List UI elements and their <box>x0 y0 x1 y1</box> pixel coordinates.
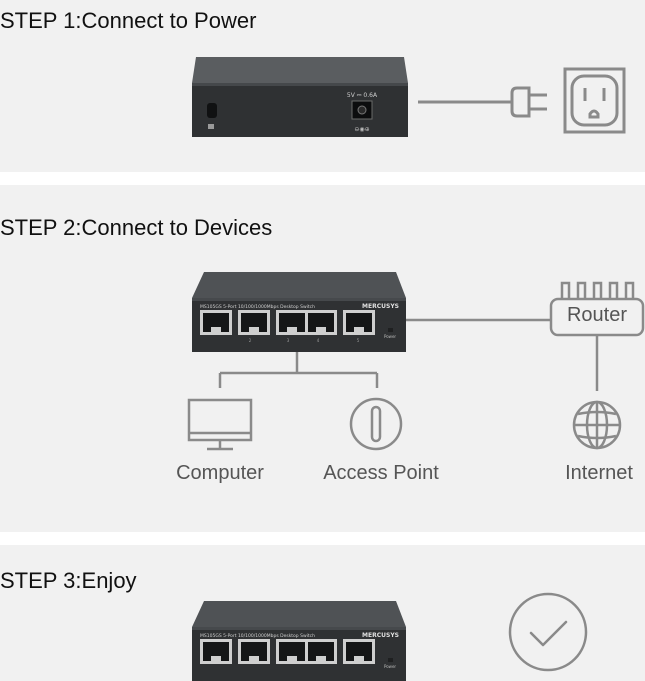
ethernet-port-3 <box>276 310 308 335</box>
ethernet-ports-step-3 <box>200 639 375 664</box>
svg-text:4: 4 <box>317 338 320 343</box>
power-led-label: Power <box>384 334 396 339</box>
step-2-panel: STEP 2:Connect to Devices MS105GS 5-Port… <box>0 185 645 532</box>
internet-label: Internet <box>565 462 633 484</box>
router-label: Router <box>566 304 628 326</box>
svg-text:3: 3 <box>287 338 290 343</box>
globe-icon <box>572 400 622 450</box>
step-3-panel: STEP 3:Enjoy MS105GS 5-Port 10/100/1000M… <box>0 545 645 681</box>
lock-icon <box>208 124 214 129</box>
power-plug-icon <box>510 86 547 118</box>
checkmark-icon <box>508 592 588 672</box>
network-cables <box>218 318 599 391</box>
access-point-label: Access Point <box>323 462 439 484</box>
ethernet-ports <box>200 310 375 335</box>
step-1-title: STEP 1:Connect to Power <box>0 8 257 33</box>
step-2-title: STEP 2:Connect to Devices <box>0 215 273 240</box>
computer-icon <box>187 398 253 451</box>
switch-front-view: MS105GS 5-Port 10/100/1000Mbps Desktop S… <box>192 272 406 352</box>
switch-front-view-step-3: MS105GS 5-Port 10/100/1000Mbps Desktop S… <box>192 601 406 681</box>
ethernet-port-2 <box>238 310 270 335</box>
svg-text:MS105GS 5-Port 10/100/1000Mbp: MS105GS 5-Port 10/100/1000Mbps Desktop S… <box>200 633 315 639</box>
svg-text:5: 5 <box>357 338 360 343</box>
rear-spec-label: 5V ⎓ 0.6A <box>347 92 378 99</box>
power-led <box>388 328 393 332</box>
svg-text:MS105GS 5-Port 10/100/1000Mbp: MS105GS 5-Port 10/100/1000Mbps Desktop S… <box>200 304 315 310</box>
switch-rear-view: 5V ⎓ 0.6A ⊖◉⊕ <box>192 57 408 137</box>
access-point-icon <box>349 397 403 451</box>
step-1-panel: STEP 1:Connect to Power 5V ⎓ 0.6A ⊖◉⊕ <box>0 0 645 172</box>
security-lock-slot <box>207 103 217 118</box>
switch-brand-step-3: MERCUSYS <box>362 632 399 639</box>
svg-text:2: 2 <box>249 338 252 343</box>
ethernet-port-5 <box>343 310 375 335</box>
step-1-illustration: 5V ⎓ 0.6A ⊖◉⊕ <box>192 57 626 137</box>
step-3-title: STEP 3:Enjoy <box>0 568 137 593</box>
step-3-illustration: MS105GS 5-Port 10/100/1000Mbps Desktop S… <box>192 592 588 681</box>
power-led-label-step-3: Power <box>384 664 396 669</box>
step-2-illustration: MS105GS 5-Port 10/100/1000Mbps Desktop S… <box>187 272 645 451</box>
switch-brand: MERCUSYS <box>362 303 399 310</box>
power-led-step-3 <box>388 658 393 662</box>
ethernet-port-4 <box>305 310 337 335</box>
router-icon <box>549 281 645 337</box>
svg-text:⊖◉⊕: ⊖◉⊕ <box>354 126 369 133</box>
computer-label: Computer <box>176 462 264 484</box>
ethernet-port-1 <box>200 310 232 335</box>
wall-outlet-icon <box>563 67 626 134</box>
